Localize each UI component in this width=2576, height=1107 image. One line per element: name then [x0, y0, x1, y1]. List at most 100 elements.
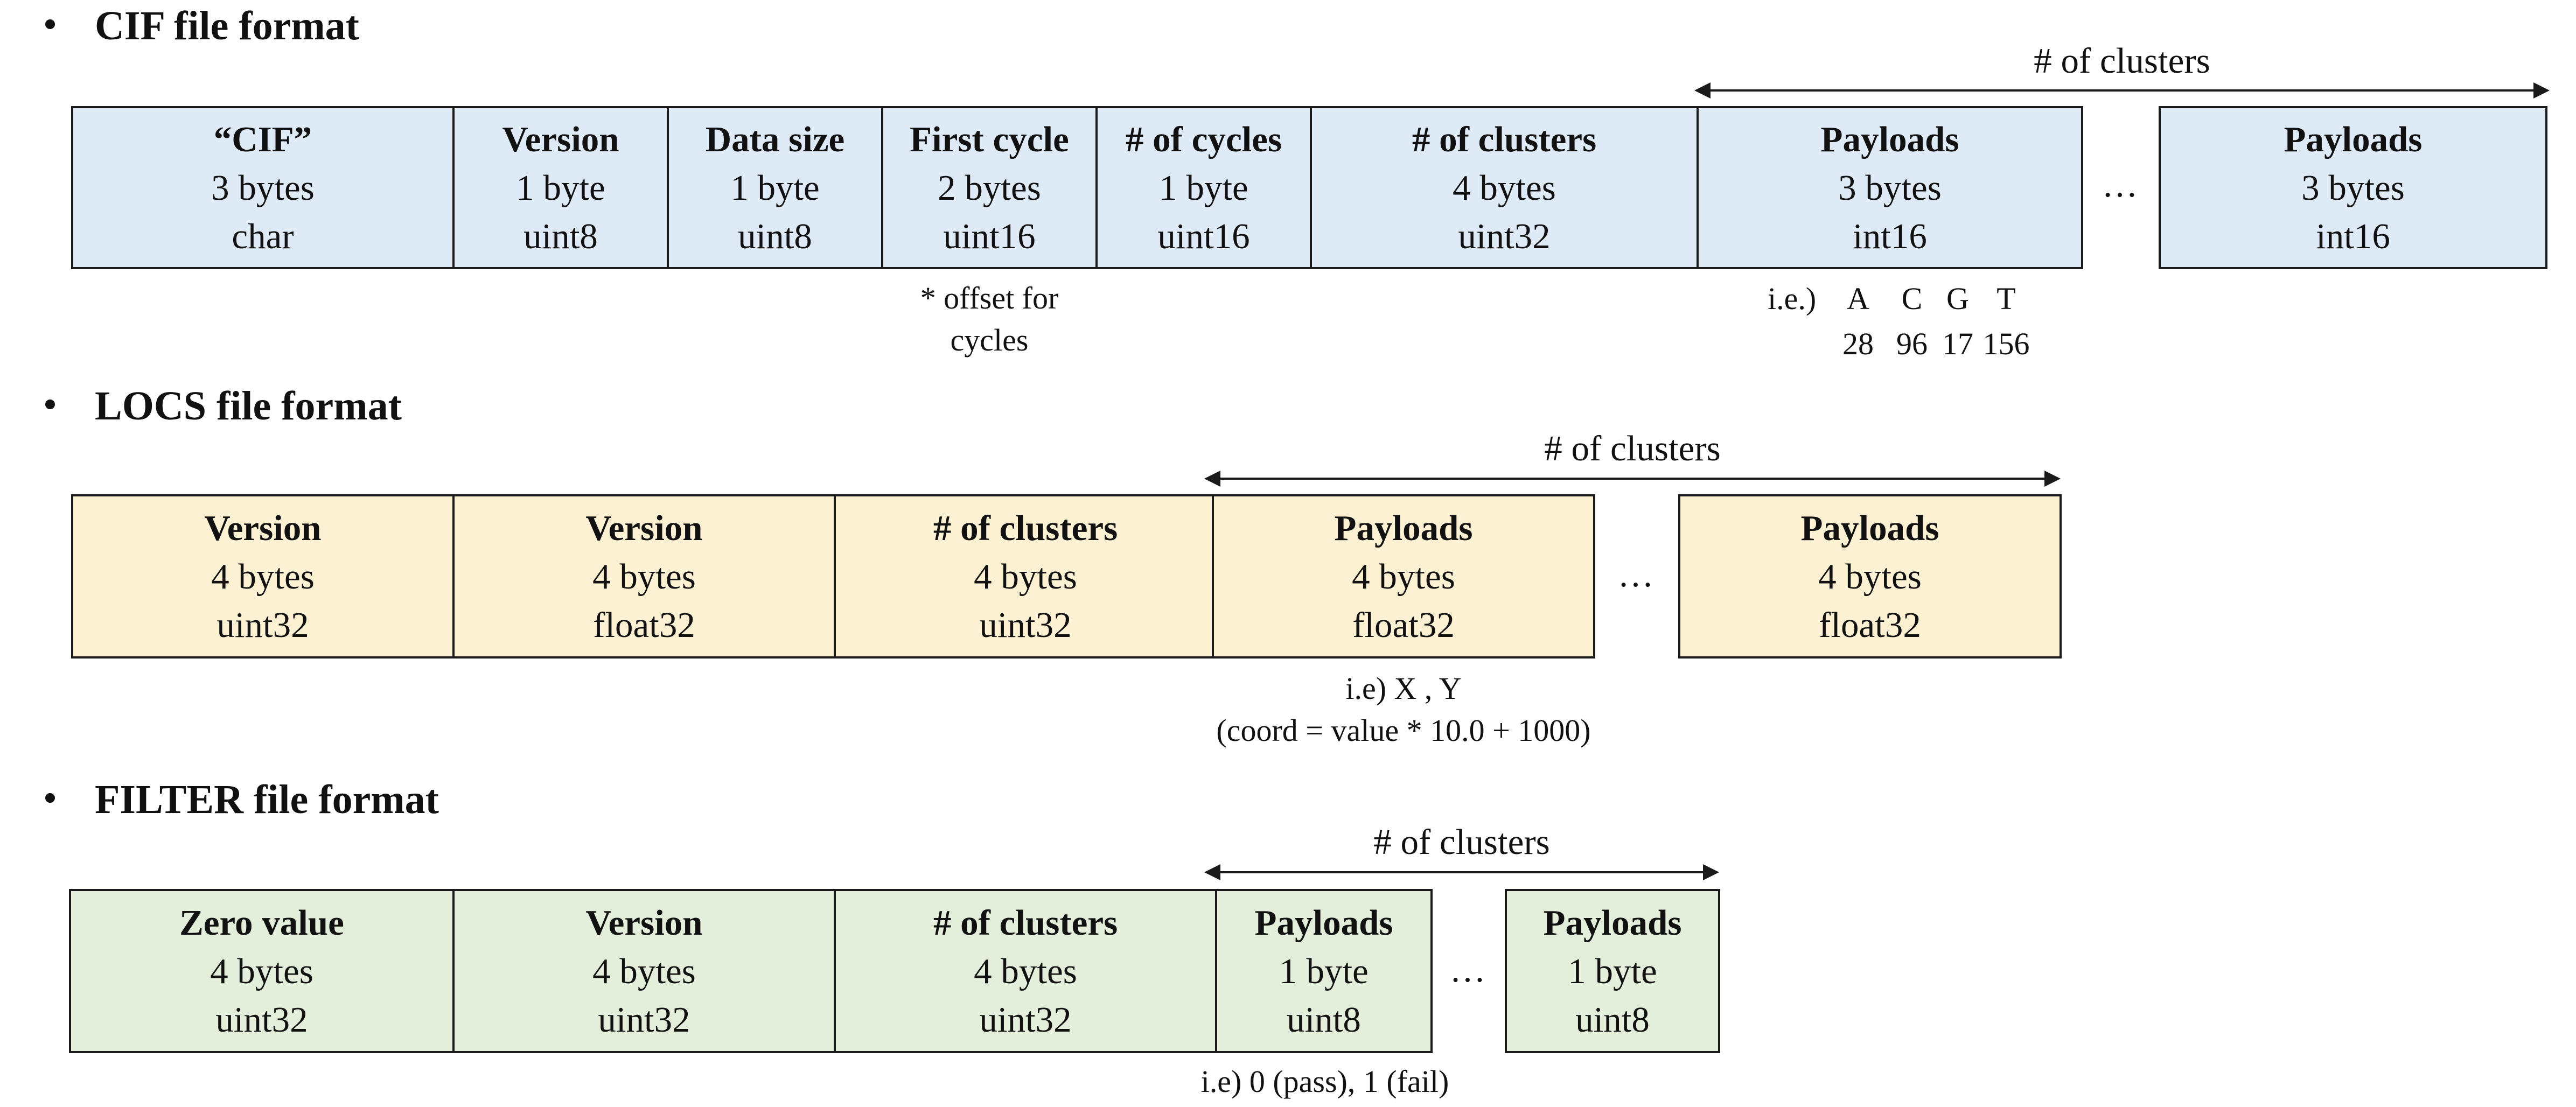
cif-block-data-size-title: Data size — [705, 119, 845, 159]
cif-block-first-cycle: First cycle 2 bytes uint16 — [881, 106, 1098, 269]
cif-block-num-clusters-type: uint32 — [1458, 216, 1551, 256]
cif-block-payload-last-type: int16 — [2316, 216, 2390, 256]
cif-ellipsis: … — [2102, 165, 2140, 205]
cif-block-version-title: Version — [502, 119, 619, 159]
cif-block-num-cycles-size: 1 byte — [1159, 167, 1248, 208]
cif-block-payload-type: int16 — [1853, 216, 1927, 256]
cif-block-payload-last-title: Payloads — [2284, 119, 2423, 159]
filter-block-version-size: 4 bytes — [592, 951, 696, 991]
filter-block-zero-value-title: Zero value — [179, 902, 344, 943]
filter-block-zero-value-size: 4 bytes — [210, 951, 313, 991]
filter-block-num-clusters-size: 4 bytes — [974, 951, 1077, 991]
cif-payload-example-base-c: C — [1901, 281, 1923, 316]
cif-block-magic-title: “CIF” — [213, 119, 312, 159]
locs-block-version-1-type: uint32 — [217, 605, 309, 645]
filter-block-version-type: uint32 — [598, 999, 690, 1040]
filter-block-version-title: Version — [585, 902, 703, 943]
cif-block-magic-size: 3 bytes — [211, 167, 315, 208]
locs-block-payload-last-type: float32 — [1819, 605, 1921, 645]
cif-payload-example-value-c: 96 — [1896, 326, 1928, 361]
locs-block-num-clusters-size: 4 bytes — [974, 556, 1077, 597]
filter-block-payload-last-title: Payloads — [1543, 902, 1682, 943]
bullet-locs — [45, 400, 55, 409]
cif-block-data-size: Data size 1 byte uint8 — [667, 106, 883, 269]
locs-block-payload-last-title: Payloads — [1800, 508, 1939, 548]
filter-block-zero-value: Zero value 4 bytes uint32 — [69, 889, 455, 1053]
locs-block-version-2-size: 4 bytes — [592, 556, 696, 597]
cif-block-num-clusters-title: # of clusters — [1412, 119, 1597, 159]
cif-payload-example-value-g: 17 — [1942, 326, 1973, 361]
cif-block-version: Version 1 byte uint8 — [452, 106, 669, 269]
cif-span-label: # of clusters — [2034, 41, 2210, 81]
cif-block-version-type: uint8 — [523, 216, 598, 256]
cif-first-cycle-note-line-2: cycles — [950, 323, 1029, 358]
cif-block-magic: “CIF” 3 bytes char — [71, 106, 455, 269]
locs-payload-note: i.e) X , Y (coord = value * 10.0 + 1000) — [1131, 668, 1676, 752]
bullet-filter — [45, 793, 55, 803]
filter-block-payload-last-size: 1 byte — [1568, 951, 1657, 991]
cif-block-payload-last-size: 3 bytes — [2301, 167, 2405, 208]
filter-payload-note: i.e) 0 (pass), 1 (fail) — [1200, 1064, 1449, 1099]
locs-block-payload-last: Payloads 4 bytes float32 — [1678, 494, 2062, 658]
cif-payload-example-base-g: G — [1946, 281, 1969, 316]
locs-block-version-2: Version 4 bytes float32 — [452, 494, 836, 658]
locs-block-payload: Payloads 4 bytes float32 — [1212, 494, 1595, 658]
cif-payload-example-prefix: i.e.) — [1768, 281, 1817, 316]
cif-block-first-cycle-title: First cycle — [910, 119, 1069, 159]
cif-payload-example-value-t: 156 — [1982, 326, 2030, 361]
cif-block-payload: Payloads 3 bytes int16 — [1697, 106, 2083, 269]
filter-block-payload-last: Payloads 1 byte uint8 — [1505, 889, 1720, 1053]
cif-payload-example-value-a: 28 — [1842, 326, 1874, 361]
cif-block-payload-size: 3 bytes — [1838, 167, 1942, 208]
cif-block-data-size-size: 1 byte — [730, 167, 820, 208]
locs-block-payload-last-size: 4 bytes — [1818, 556, 1922, 597]
filter-span-label: # of clusters — [1373, 822, 1550, 862]
cif-payload-example-base-a: A — [1847, 281, 1869, 316]
filter-block-payload-size: 1 byte — [1279, 951, 1369, 991]
filter-clusters-arrow — [1204, 864, 1719, 880]
heading-locs: LOCS file format — [95, 383, 402, 429]
filter-block-payload: Payloads 1 byte uint8 — [1215, 889, 1433, 1053]
locs-span-label: # of clusters — [1544, 429, 1721, 468]
filter-block-num-clusters: # of clusters 4 bytes uint32 — [834, 889, 1217, 1053]
filter-block-version: Version 4 bytes uint32 — [452, 889, 836, 1053]
filter-block-payload-title: Payloads — [1254, 902, 1393, 943]
cif-block-num-clusters-size: 4 bytes — [1453, 167, 1556, 208]
cif-block-version-size: 1 byte — [516, 167, 605, 208]
locs-block-num-clusters: # of clusters 4 bytes uint32 — [834, 494, 1217, 658]
cif-block-num-cycles-type: uint16 — [1157, 216, 1250, 256]
filter-block-num-clusters-title: # of clusters — [933, 902, 1118, 943]
heading-cif: CIF file format — [95, 3, 359, 48]
locs-block-version-1-size: 4 bytes — [211, 556, 315, 597]
filter-block-zero-value-type: uint32 — [215, 999, 308, 1040]
cif-block-first-cycle-type: uint16 — [943, 216, 1036, 256]
locs-payload-note-line-1: i.e) X , Y — [1345, 671, 1462, 706]
bullet-cif — [45, 19, 55, 29]
locs-block-num-clusters-type: uint32 — [979, 605, 1072, 645]
locs-block-payload-title: Payloads — [1334, 508, 1473, 548]
locs-payload-note-line-2: (coord = value * 10.0 + 1000) — [1216, 713, 1591, 748]
cif-payload-example-base-t: T — [1996, 281, 2016, 316]
locs-block-payload-type: float32 — [1352, 605, 1455, 645]
heading-filter: FILTER file format — [95, 777, 439, 822]
cif-block-data-size-type: uint8 — [738, 216, 812, 256]
locs-block-version-2-type: float32 — [593, 605, 695, 645]
locs-block-payload-size: 4 bytes — [1352, 556, 1455, 597]
cif-block-num-cycles: # of cycles 1 byte uint16 — [1095, 106, 1312, 269]
cif-block-magic-type: char — [232, 216, 294, 256]
cif-clusters-arrow — [1694, 82, 2550, 99]
filter-ellipsis: … — [1449, 950, 1488, 990]
locs-ellipsis: … — [1617, 555, 1656, 594]
cif-block-payload-last: Payloads 3 bytes int16 — [2159, 106, 2547, 269]
cif-block-payload-title: Payloads — [1820, 119, 1959, 159]
locs-block-version-2-title: Version — [585, 508, 703, 548]
cif-first-cycle-note: * offset for cycles — [881, 277, 1098, 361]
locs-block-version-1-title: Version — [204, 508, 322, 548]
cif-block-num-clusters: # of clusters 4 bytes uint32 — [1310, 106, 1699, 269]
filter-block-num-clusters-type: uint32 — [979, 999, 1072, 1040]
cif-first-cycle-note-line-1: * offset for — [920, 281, 1059, 316]
locs-block-version-1: Version 4 bytes uint32 — [71, 494, 455, 658]
filter-block-payload-last-type: uint8 — [1575, 999, 1650, 1040]
locs-clusters-arrow — [1204, 471, 2061, 487]
cif-block-num-cycles-title: # of cycles — [1125, 119, 1282, 159]
